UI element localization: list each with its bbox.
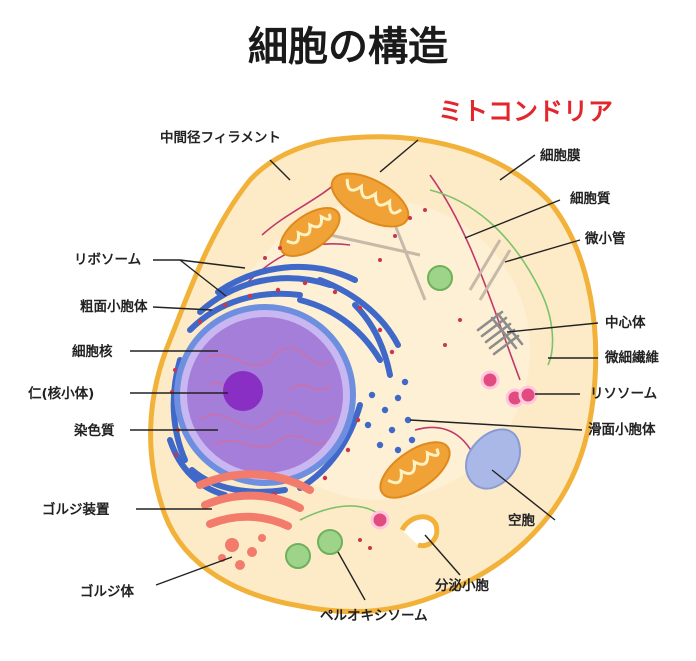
mitochondrion-top bbox=[330, 172, 410, 228]
label-golgi-body: ゴルジ体 bbox=[80, 583, 134, 600]
golgi-apparatus bbox=[196, 470, 314, 530]
microfilaments bbox=[299, 189, 554, 521]
diagram-title: 細胞の構造 bbox=[248, 24, 448, 70]
label-centriole: 中心体 bbox=[605, 314, 646, 331]
peroxisomes bbox=[285, 265, 453, 569]
label-microtubule: 微小管 bbox=[584, 230, 626, 247]
lysosomes bbox=[370, 370, 538, 530]
nucleoplasm bbox=[187, 317, 343, 473]
free-ribosomes bbox=[170, 208, 462, 550]
smooth-er bbox=[364, 378, 416, 454]
nucleus bbox=[174, 304, 356, 486]
label-secretory-vesicle: 分泌小胞 bbox=[435, 577, 489, 594]
label-vacuole: 空胞 bbox=[508, 512, 536, 529]
label-golgi-apparatus: ゴルジ装置 bbox=[42, 501, 110, 518]
label-cell-membrane: 細胞膜 bbox=[540, 147, 581, 164]
label-mitochondria: ミトコンドリア bbox=[438, 97, 613, 126]
centriole bbox=[476, 310, 524, 356]
golgi-body-vesicles bbox=[218, 534, 266, 570]
mitochondria bbox=[279, 172, 451, 499]
label-smooth-er: 滑面小胞体 bbox=[588, 421, 656, 438]
label-peroxisome: ペルオキシソーム bbox=[320, 608, 428, 624]
vacuole bbox=[465, 428, 521, 490]
mitochondrion-left bbox=[279, 207, 341, 257]
label-lysosome: リソソーム bbox=[590, 386, 657, 402]
nucleolus bbox=[223, 371, 263, 411]
label-rough-er: 粗面小胞体 bbox=[80, 298, 148, 315]
label-chromatin: 染色質 bbox=[74, 422, 115, 439]
label-microfilament: 微細繊維 bbox=[604, 349, 659, 366]
label-nucleus: 細胞核 bbox=[72, 343, 113, 360]
microtubules bbox=[329, 224, 512, 301]
labels: ミトコンドリア 中間径フィラメント リボソーム 粗面小胞体 細胞核 仁(核小体)… bbox=[28, 97, 659, 624]
mitochondrion-bottom bbox=[379, 441, 451, 499]
label-intermediate-filament: 中間径フィラメント bbox=[160, 129, 281, 146]
label-cytoplasm: 細胞質 bbox=[570, 190, 611, 207]
label-ribosome: リボソーム bbox=[74, 252, 141, 268]
label-nucleolus: 仁(核小体) bbox=[28, 385, 94, 402]
leader-lines bbox=[130, 139, 599, 601]
